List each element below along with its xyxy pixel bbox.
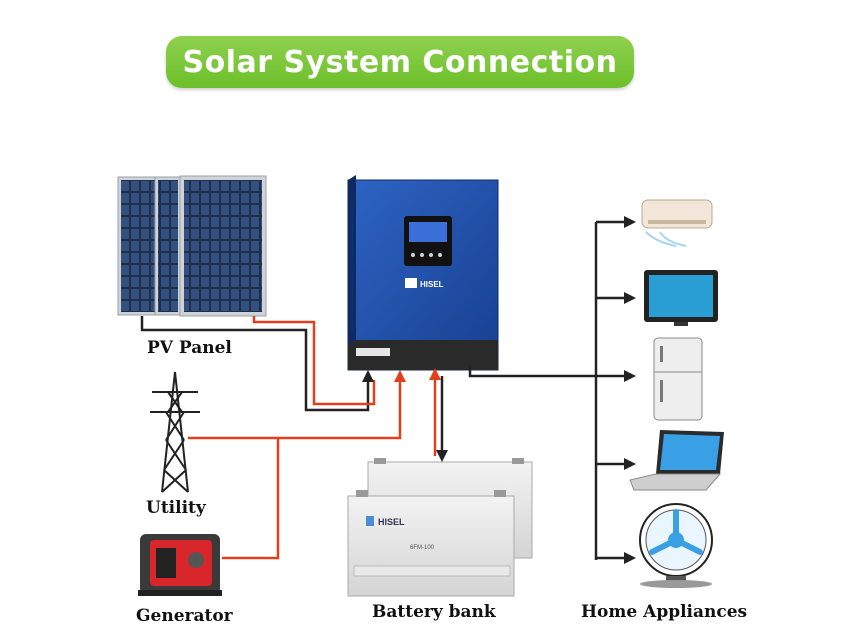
title-banner: Solar System Connection <box>166 36 634 88</box>
fan-icon <box>639 503 713 588</box>
generator-line <box>222 438 280 560</box>
output-line <box>468 366 596 378</box>
pv-panel-label: PV Panel <box>147 338 232 358</box>
laptop-icon <box>629 430 724 491</box>
page-title: Solar System Connection <box>182 44 618 80</box>
utility-line <box>188 378 402 440</box>
utility-tower-icon <box>150 371 200 493</box>
pv-negative-line <box>140 316 370 412</box>
battery-bank-icon <box>347 458 533 597</box>
tv-icon <box>644 270 718 326</box>
battery-model: 6FM-100 <box>410 545 435 551</box>
inverter-icon <box>347 175 499 371</box>
generator-icon <box>138 534 222 596</box>
generator-label: Generator <box>136 606 233 626</box>
refrigerator-icon <box>653 337 703 421</box>
flow-arrows <box>362 216 636 564</box>
pv-positive-line <box>252 316 376 406</box>
air-conditioner-icon <box>641 199 713 247</box>
battery-bank-label: Battery bank <box>372 602 496 622</box>
pv-panel-icon <box>117 175 267 317</box>
home-appliances-label: Home Appliances <box>581 602 748 622</box>
battery-brand: HISEL <box>378 517 405 527</box>
utility-label: Utility <box>146 498 206 518</box>
inverter-brand: HISEL <box>420 280 444 289</box>
